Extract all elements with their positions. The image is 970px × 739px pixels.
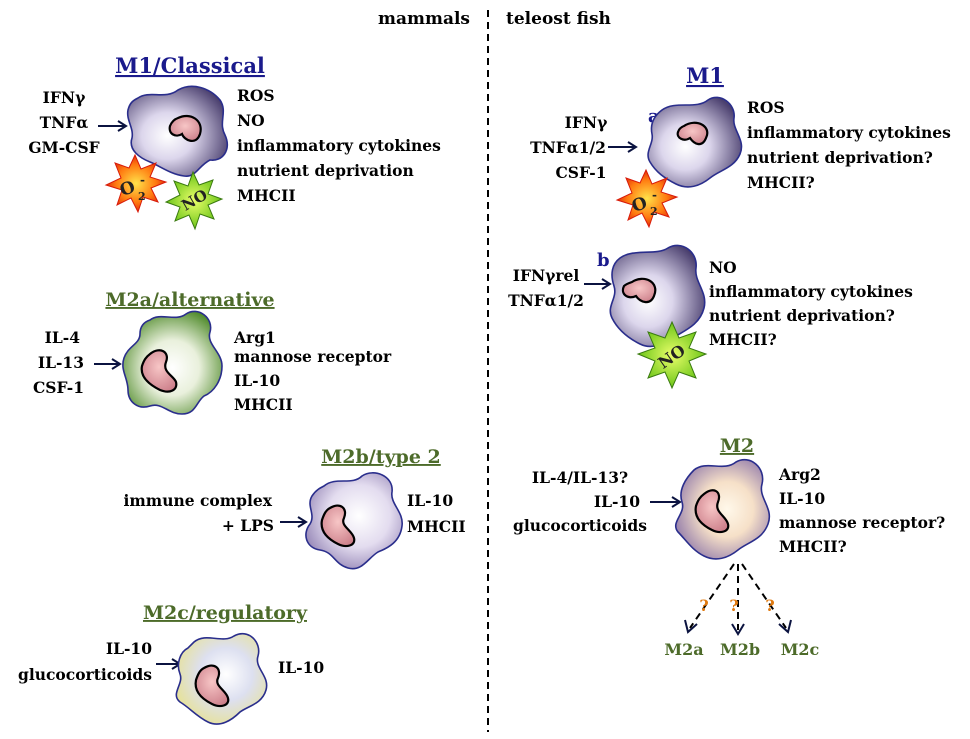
fish-m1a-output: nutrient deprivation? (747, 148, 933, 167)
mammal-m2c-input: IL-10 (106, 639, 152, 658)
mammal-m1-no-burst: NO (164, 170, 224, 231)
mammal-m2b-output: IL-10 (407, 491, 453, 510)
mammal-m1-output: ROS (237, 86, 275, 105)
mammal-m2a-output: MHCII (234, 395, 293, 414)
svg-text:O: O (117, 177, 138, 201)
fish-m2-input: IL-4/IL-13? (532, 468, 628, 487)
mammal-m2b-arrow (280, 516, 308, 528)
fish-m1b-output: MHCII? (709, 330, 777, 349)
mammal-m1-output: nutrient deprivation (237, 161, 414, 180)
mammal-m1-input: TNFα (40, 113, 89, 132)
fish-m1b-arrow (584, 278, 612, 290)
fish-subtype-m2a: M2a (664, 640, 703, 659)
fish-m2-cell (675, 459, 771, 560)
fish-m2b-question-mark: ? (729, 596, 738, 615)
mammal-m2b-output: MHCII (407, 517, 466, 536)
fish-m1a-output: MHCII? (747, 173, 815, 192)
mammal-m1-arrow (98, 120, 128, 132)
svg-text:2: 2 (650, 205, 658, 218)
mammal-m1-input: IFNγ (43, 88, 86, 107)
fish-m2-output: MHCII? (779, 537, 847, 556)
svg-text:-: - (140, 173, 145, 187)
mammal-m2a-output: Arg1 (233, 328, 276, 347)
mammal-m2a-input: IL-4 (45, 328, 81, 347)
mammal-m2c-arrow (156, 658, 182, 670)
fish-m1b-cell (609, 244, 706, 348)
fish-m1b-no-burst: NO (636, 320, 708, 390)
mammal-m2a-title: M2a/alternative (105, 289, 274, 311)
fish-m1a-arrow (608, 141, 638, 153)
mammal-m2b-title: M2b/type 2 (321, 446, 441, 468)
fish-m2-input: glucocorticoids (513, 516, 647, 535)
fish-m1b-input: IFNγrel (513, 266, 580, 285)
mammal-m2a-input: IL-13 (38, 353, 84, 372)
mammal-m2a-cell (122, 310, 223, 415)
mammal-m2c-title: M2c/regulatory (143, 602, 308, 624)
mammal-m2a-arrow (94, 358, 122, 370)
fish-m1-title: M1 (686, 63, 724, 88)
fish-m1b-output: nutrient deprivation? (709, 306, 895, 325)
fish-m1a-ros-burst: O - 2 (615, 168, 679, 229)
fish-m1b-input: TNFα1/2 (508, 291, 584, 310)
fish-m1a-output: inflammatory cytokines (747, 123, 951, 142)
fish-m2-title: M2 (720, 435, 754, 457)
mammal-m2a-input: CSF-1 (33, 378, 84, 397)
mammal-m2c-cell (175, 632, 268, 725)
fish-m2c-question-mark: ? (765, 596, 774, 615)
mammal-m2c-output: IL-10 (278, 658, 324, 677)
svg-text:2: 2 (138, 190, 146, 203)
mammal-m1-output: MHCII (237, 186, 296, 205)
fish-m1b-output: inflammatory cytokines (709, 282, 913, 301)
fish-m2-branch-arrows (684, 563, 792, 636)
mammal-m2b-cell (305, 472, 403, 570)
fish-m2-output: IL-10 (779, 489, 825, 508)
fish-m1a-output: ROS (747, 98, 785, 117)
svg-text:O: O (629, 193, 650, 217)
mammal-m2c-input: glucocorticoids (18, 665, 152, 684)
mammal-m1-input: GM-CSF (28, 138, 99, 157)
fish-m1b-output: NO (709, 258, 737, 277)
fish-m2-input: IL-10 (594, 492, 640, 511)
mammal-m1-output: NO (237, 111, 265, 130)
mammal-m2b-input: + LPS (222, 516, 274, 535)
mammal-m2a-output: mannose receptor (234, 347, 392, 366)
svg-text:-: - (652, 188, 657, 202)
mammal-m1-title: M1/Classical (115, 53, 265, 78)
fish-subtype-m2c: M2c (781, 640, 820, 659)
fish-subtype-m2b: M2b (720, 640, 760, 659)
fish-m2-arrow (650, 496, 682, 508)
fish-m1a-cell (647, 96, 743, 188)
fish-m1a-input: CSF-1 (555, 163, 606, 182)
mammal-m1-output: inflammatory cytokines (237, 136, 441, 155)
fish-m2-output: mannose receptor? (779, 513, 945, 532)
fish-m1a-input: IFNγ (565, 113, 608, 132)
mammal-m2b-input: immune complex (124, 491, 273, 510)
teleost-fish-header: teleost fish (506, 9, 611, 29)
mammal-m1-cell (126, 85, 229, 177)
mammals-header: mammals (378, 9, 470, 29)
fish-m1a-input: TNFα1/2 (530, 138, 606, 157)
fish-m2a-question-mark: ? (699, 596, 708, 615)
fish-m2-output: Arg2 (778, 465, 821, 484)
mammal-m2a-output: IL-10 (234, 371, 280, 390)
mammal-m1-ros-burst: O - 2 (104, 153, 168, 214)
fish-m1b-tag: b (597, 250, 610, 271)
